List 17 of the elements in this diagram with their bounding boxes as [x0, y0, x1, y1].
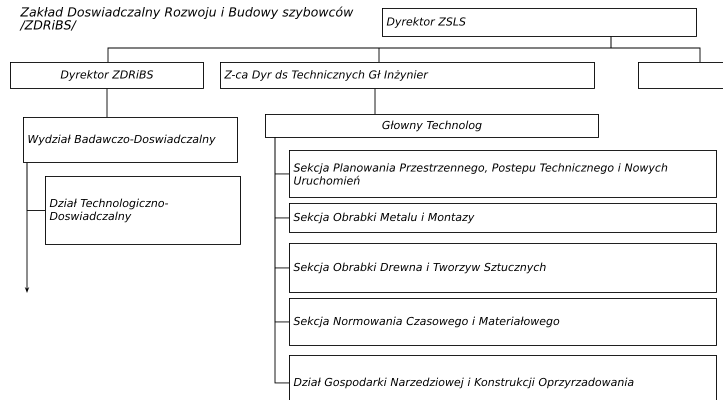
org-box: Głowny Technolog — [265, 114, 599, 138]
org-box: Dyrektor ZDRiBS — [10, 62, 204, 89]
connector-line — [106, 88, 108, 118]
org-box: Sekcja Obrabki Drewna i Tworzyw Sztucznych — [289, 243, 717, 293]
connector-line — [610, 36, 700, 62]
org-box: Dyrektor ZSLS — [382, 8, 697, 37]
connector-line — [374, 88, 376, 114]
org-box: Dział Technologiczno-Doswiadczalny — [45, 176, 241, 245]
empty-box — [638, 62, 723, 89]
org-box: Sekcja Normowania Czasowego i Materiałowego — [289, 298, 717, 346]
org-box: Z-ca Dyr ds Technicznych Gł Inżynier — [220, 62, 595, 89]
connector-line — [274, 137, 290, 384]
org-box: Dział Gospodarki Narzedziowej i Konstrukcji Oprzyrzadowania — [289, 355, 717, 400]
org-box: Wydział Badawczo-Doswiadczalny — [23, 117, 238, 163]
diagram-title: Zakład Doswiadczalny Rozwoju i Budowy szybowców /ZDRiBS/ — [20, 6, 354, 31]
org-box: Sekcja Obrabki Metalu i Montazy — [289, 203, 717, 233]
org-box: Sekcja Planowania Przestrzennego, Postepu Technicznego i Nowych Uruchomień — [289, 150, 717, 198]
